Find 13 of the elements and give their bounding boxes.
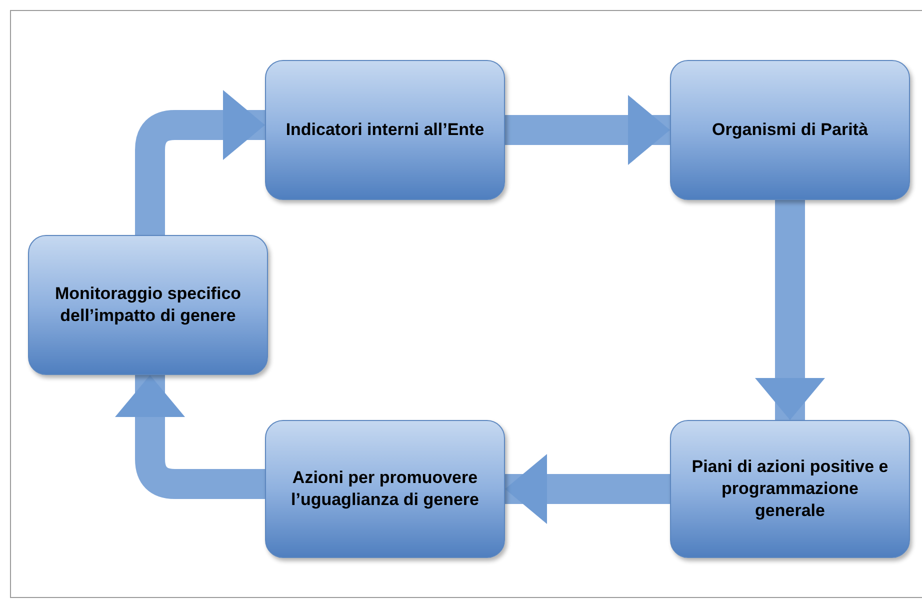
box-text: Organismi di Parità	[712, 119, 868, 141]
box-text: Piani di azioni positive e programmazione generale	[690, 456, 890, 522]
process-box	[265, 420, 505, 558]
box-text: Monitoraggio specifico dell’impatto di genere	[54, 283, 242, 327]
box-text: Azioni per promuovere l’uguaglianza di genere	[290, 467, 480, 511]
process-box	[670, 60, 910, 200]
block-arrow	[755, 200, 825, 420]
block-arrow	[115, 375, 265, 499]
box-text: Indicatori interni all’Ente	[286, 119, 484, 141]
process-box	[28, 235, 268, 375]
process-box	[670, 420, 910, 558]
block-arrow	[505, 95, 670, 165]
process-box	[265, 60, 505, 200]
